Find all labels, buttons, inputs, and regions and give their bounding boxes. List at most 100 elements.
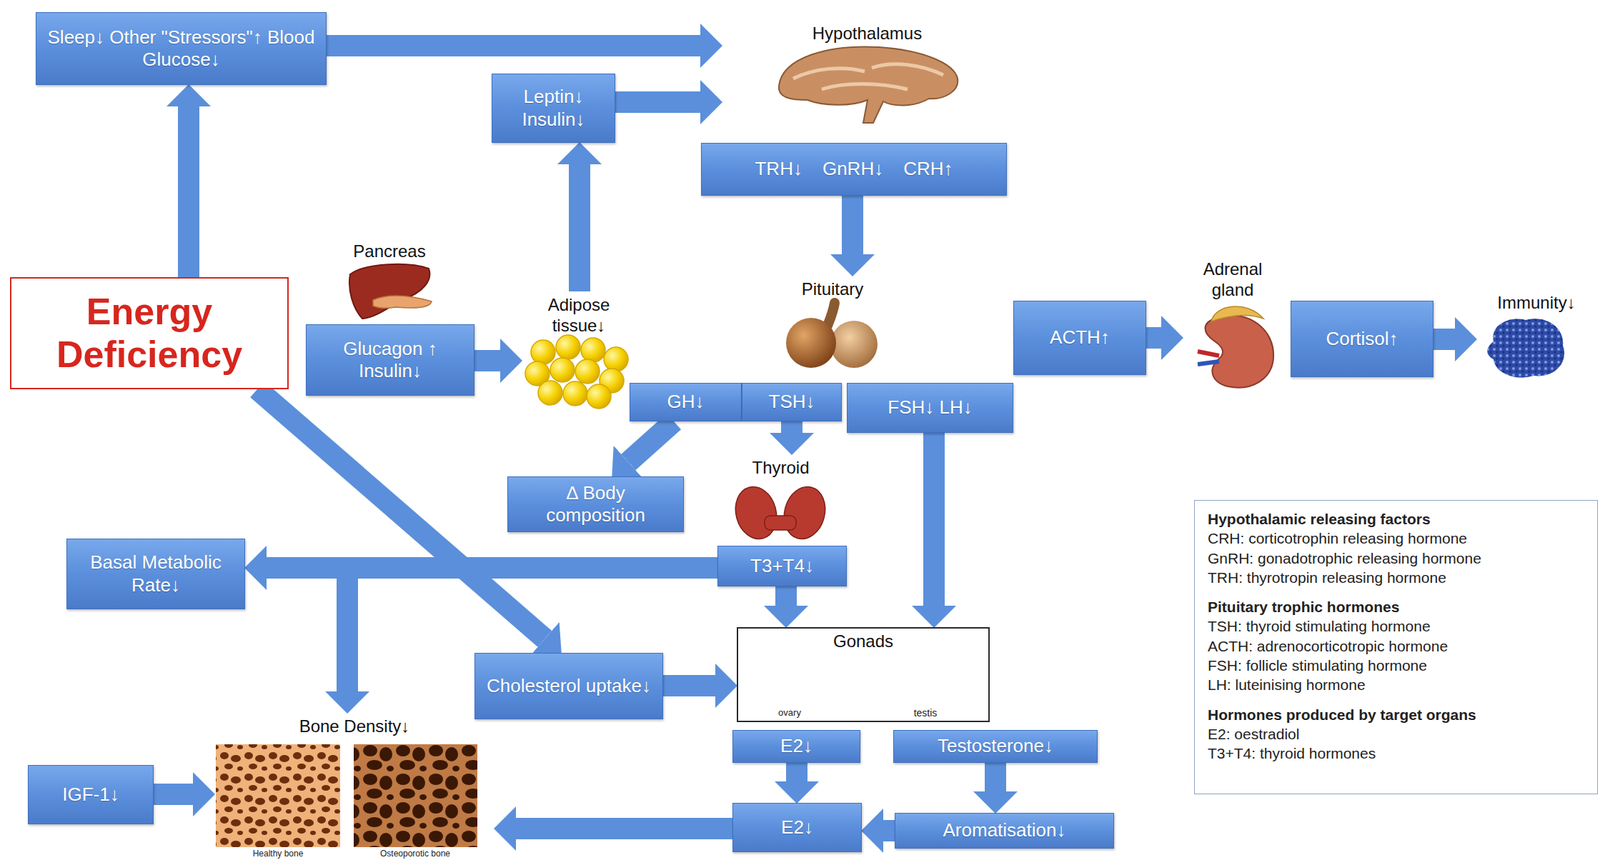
node-label: Sleep↓ Other "Stressors"↑ Blood Glucose↓ — [43, 26, 319, 71]
node-label: Testosterone↓ — [937, 735, 1054, 758]
immunity-illustration-part — [1487, 318, 1565, 378]
node-label: Bone Density↓ — [299, 716, 411, 738]
node-label: ACTH↑ — [1049, 326, 1110, 349]
bone-density-illustration — [215, 744, 478, 848]
bone-density-illustration-part — [215, 744, 341, 848]
flow-arrow — [775, 586, 797, 606]
hypothalamus-illustration-part — [793, 64, 944, 90]
flow-arrow — [474, 350, 501, 372]
pancreas-illustration-part — [349, 264, 430, 319]
adipose-illustration-part — [538, 380, 563, 406]
hypothalamus-illustration-part — [778, 46, 958, 123]
adrenal-kidney-illustration-part — [1197, 361, 1220, 365]
key-line: FSH: follicle stimulating hormone — [1207, 656, 1428, 676]
key-line: ACTH: adrenocorticotropic hormone — [1207, 636, 1448, 657]
hormone-box: T3+T4↓ — [717, 545, 847, 587]
organ-node: Pancreas — [335, 237, 444, 321]
hormone-box: Basal Metabolic Rate↓ — [66, 538, 246, 610]
hypothalamus-illustration — [778, 46, 958, 123]
pituitary-illustration — [786, 302, 878, 369]
flow-arrow — [923, 433, 945, 606]
node-label: Adrenal gland — [1184, 259, 1282, 301]
hormone-box: Cholesterol uptake↓ — [474, 653, 664, 720]
flow-arrow — [615, 91, 701, 113]
hormone-box: Glucagon ↑ Insulin↓ — [305, 324, 475, 396]
adipose-illustration — [525, 335, 629, 409]
key-line: E2: oestradiol — [1207, 724, 1300, 744]
flow-arrow — [841, 195, 864, 255]
node-label: GH↓ — [667, 390, 705, 414]
flow-arrow — [568, 164, 591, 292]
hormone-box: Cortisol↑ — [1290, 300, 1434, 378]
adrenal-kidney-illustration-part — [1205, 315, 1275, 389]
key-line: LH: luteinising hormone — [1207, 675, 1366, 695]
organ-node: Pituitary — [778, 275, 887, 372]
hormone-box: TRH↓ GnRH↓ CRH↑ — [701, 142, 1007, 196]
adrenal-kidney-illustration-part — [1197, 351, 1220, 356]
key-line: TRH: thyrotropin releasing hormone — [1207, 568, 1447, 588]
adipose-illustration-part — [550, 358, 575, 383]
part-label: Osteoporotic bone — [380, 849, 451, 859]
key-line: TSH: thyroid stimulating hormone — [1207, 616, 1431, 636]
pituitary-illustration-part — [827, 302, 835, 326]
node-label: E2↓ — [780, 735, 813, 758]
abbreviation-key: Hypothalamic releasing factorsCRH: corti… — [1194, 500, 1598, 795]
key-line: GnRH: gonadotrophic releasing hormone — [1207, 548, 1482, 569]
immunity-illustration-part — [1487, 318, 1565, 378]
organ-node: Immunity↓ — [1476, 289, 1597, 383]
gonads-box: Gonads — [736, 627, 990, 723]
adipose-illustration-part — [555, 335, 581, 360]
thyroid-illustration-part — [729, 482, 782, 544]
node-label: Thyroid — [751, 458, 809, 479]
flow-arrow — [1146, 327, 1162, 349]
adipose-illustration-part — [586, 384, 611, 409]
node-label: Cortisol↑ — [1325, 328, 1398, 351]
organ-node: Bone Density↓ — [214, 713, 495, 864]
hormone-box: Δ Body composition — [507, 476, 684, 533]
node-label: TRH↓ GnRH↓ CRH↑ — [754, 157, 953, 181]
flow-arrow — [177, 106, 200, 278]
node-label: Aromatisation↓ — [943, 819, 1067, 842]
part-label: Healthy bone — [252, 849, 304, 859]
hormone-box: ACTH↑ — [1013, 300, 1147, 376]
key-line: Pituitary trophic hormones — [1207, 597, 1400, 617]
part-label: ovary — [778, 708, 802, 719]
flow-arrow — [628, 421, 674, 463]
immunity-illustration — [1487, 318, 1565, 378]
pituitary-illustration-part — [830, 320, 878, 369]
node-label: Leptin↓ Insulin↓ — [499, 85, 608, 131]
adipose-illustration-part — [580, 338, 606, 363]
key-line: Hormones produced by target organs — [1207, 705, 1477, 725]
flow-arrow — [663, 675, 716, 697]
bone-density-illustration-part — [353, 744, 478, 848]
hormone-box: Aromatisation↓ — [894, 813, 1115, 849]
hormone-box: TSH↓ — [741, 383, 842, 422]
flow-arrow — [1433, 328, 1455, 351]
node-label: Energy Deficiency — [20, 290, 279, 377]
key-line: CRH: corticotrophin releasing hormone — [1207, 528, 1468, 549]
key-line: T3+T4: thyroid hormones — [1207, 743, 1376, 764]
hormone-box: GH↓ — [629, 383, 742, 422]
node-label: Glucagon ↑ Insulin↓ — [313, 338, 467, 383]
organ-node: Hypothalamus — [721, 20, 962, 125]
node-label: IGF-1↓ — [62, 783, 119, 807]
part-label: testis — [913, 708, 938, 719]
organ-node: Thyroid — [728, 454, 833, 545]
flow-arrow — [257, 389, 545, 639]
node-label: T3+T4↓ — [750, 555, 814, 578]
flow-arrow — [153, 783, 193, 806]
organ-node: Adrenal gland — [1182, 255, 1283, 392]
node-label: FSH↓ LH↓ — [887, 396, 972, 419]
adipose-illustration-part — [530, 340, 556, 365]
adipose-illustration-part — [575, 359, 600, 384]
node-label: E2↓ — [781, 816, 814, 839]
key-line: Hypothalamic releasing factors — [1207, 509, 1431, 529]
thyroid-illustration-part — [764, 515, 797, 531]
node-label: Pancreas — [353, 241, 426, 263]
node-label: Gonads — [833, 631, 894, 653]
flow-arrow — [984, 763, 1007, 792]
flow-arrow — [781, 421, 803, 434]
pituitary-illustration-part — [786, 317, 837, 369]
node-label: Δ Body composition — [515, 482, 677, 527]
